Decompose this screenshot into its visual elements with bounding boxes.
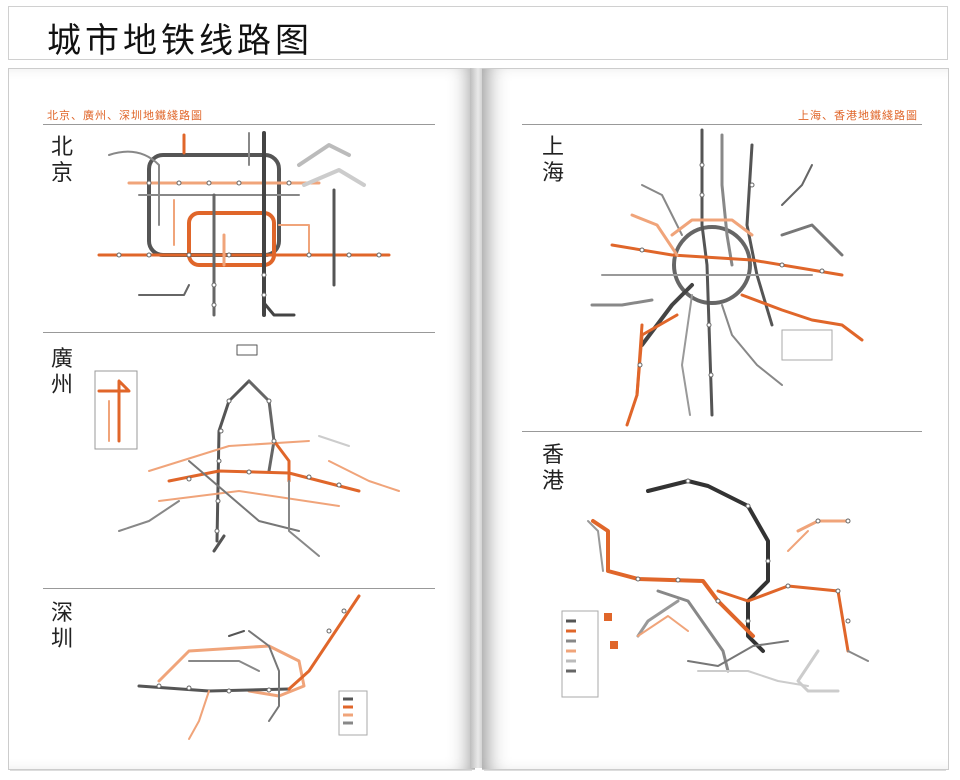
city-label-hongkong: 香 港 — [541, 443, 564, 494]
section-rule — [522, 431, 922, 432]
left-page-header: 北京、廣州、深圳地鐵綫路圖 — [47, 109, 203, 122]
header-rule — [43, 124, 435, 125]
city-label-guangzhou: 廣 州 — [50, 347, 73, 398]
city-label-shanghai: 上 海 — [541, 135, 564, 186]
right-page: 上海、香港地鐵綫路圖 上 海 — [482, 68, 949, 770]
header-rule — [522, 124, 922, 125]
right-page-header: 上海、香港地鐵綫路圖 — [798, 109, 918, 122]
left-page: 北京、廣州、深圳地鐵綫路圖 北 京 — [8, 68, 475, 770]
hongkong-metro-map — [561, 478, 869, 698]
city-label-beijing: 北 京 — [50, 135, 73, 186]
guangzhou-metro-map — [94, 344, 400, 557]
shenzhen-metro-map — [137, 594, 368, 740]
section-rule-1 — [43, 332, 435, 333]
section-rule-2 — [43, 588, 435, 589]
city-label-shenzhen: 深 圳 — [50, 601, 73, 652]
shanghai-metro-map — [590, 128, 864, 427]
open-book: 北京、廣州、深圳地鐵綫路圖 北 京 — [8, 68, 949, 776]
title-bar: 城市地铁线路图 — [8, 6, 948, 61]
page-title: 城市地铁线路图 — [47, 21, 313, 61]
beijing-metro-map — [97, 131, 391, 317]
